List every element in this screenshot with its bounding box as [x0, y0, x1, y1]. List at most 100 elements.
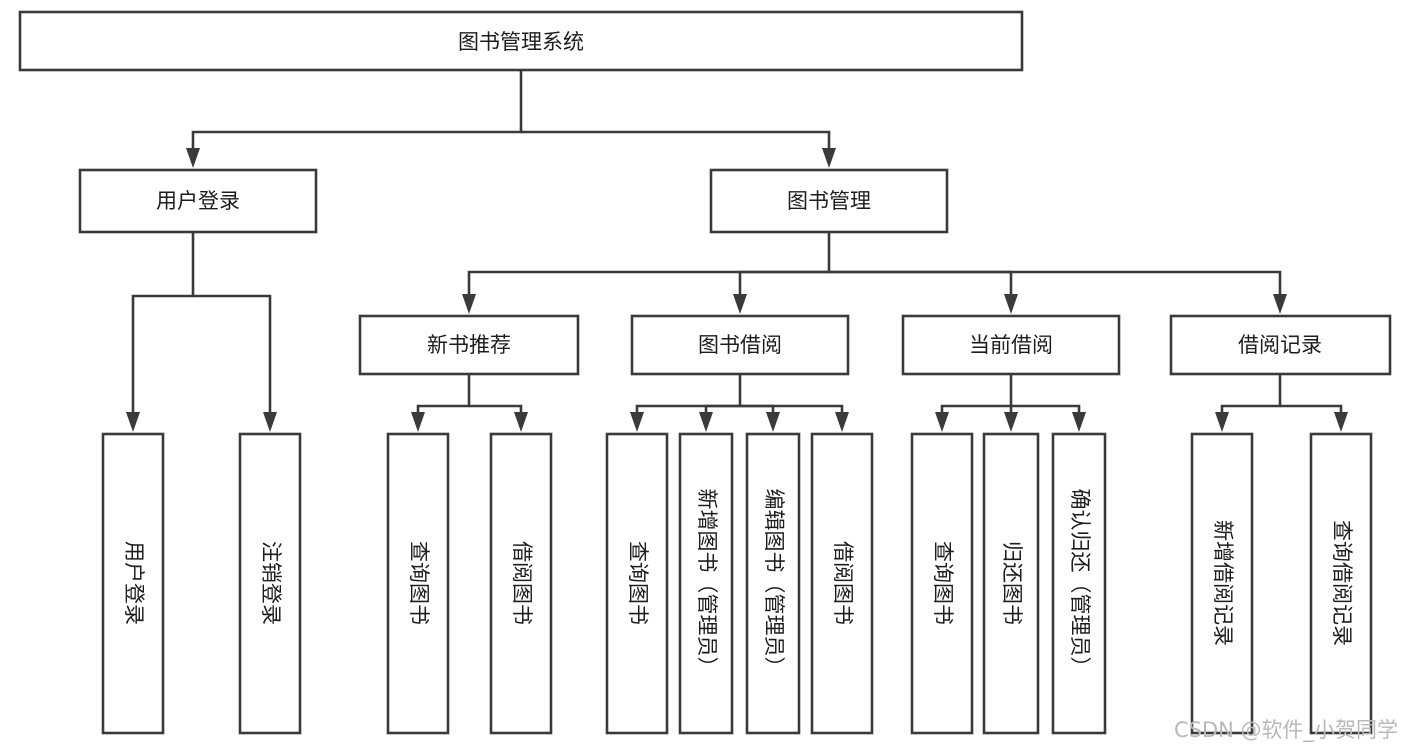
leaf-label: 新增借阅记录 [1211, 520, 1235, 646]
leaf-new-book-recommend-2[interactable]: 借阅图书 [489, 432, 553, 735]
connector-group-book-borrow [630, 374, 849, 432]
connector-current-borrow-to-leaf-1 [940, 374, 1013, 416]
node-new-book-recommend[interactable]: 新书推荐 [358, 314, 580, 376]
connector-root-to-book-manage [521, 130, 831, 152]
connector-new-book-to-leaf-2 [469, 404, 523, 416]
leaf-label: 查询借阅记录 [1330, 520, 1354, 646]
connector-book-manage-to-borrow-record [829, 270, 1282, 298]
leaf-box[interactable] [489, 432, 553, 735]
root-box[interactable] [18, 10, 1024, 72]
borrow-record-box[interactable] [1169, 314, 1392, 376]
connector-current-borrow-to-leaf-3 [1011, 404, 1081, 416]
leaf-label: 借阅图书 [510, 541, 534, 625]
user-login-label: 用户登录 [156, 189, 240, 213]
leaf-user-login-1[interactable]: 用户登录 [101, 432, 165, 735]
borrow-record-label: 借阅记录 [1238, 333, 1322, 357]
current-borrow-label: 当前借阅 [969, 333, 1053, 357]
leaf-current-borrow-2[interactable]: 归还图书 [982, 432, 1040, 735]
current-borrow-box[interactable] [901, 314, 1121, 376]
leaf-box[interactable] [238, 432, 302, 735]
arrow-book-borrow-leaf-4-icon [835, 412, 849, 432]
connector-new-book-to-leaf-1 [416, 374, 471, 416]
node-user-login[interactable]: 用户登录 [78, 168, 318, 234]
arrow-root-to-user-login-icon [186, 148, 200, 168]
new-book-recommend-box[interactable] [358, 314, 580, 376]
connector-user-login-to-leaf-1 [131, 232, 195, 416]
arrow-current-borrow-leaf-1-icon [935, 412, 949, 432]
connector-book-manage-to-new-book [467, 232, 831, 298]
connector-borrow-record-to-leaf-1 [1220, 374, 1282, 416]
arrow-user-login-leaf-2-icon [263, 412, 277, 432]
leaf-label: 新增图书（管理员） [695, 489, 719, 678]
arrow-current-borrow-leaf-3-icon [1072, 412, 1086, 432]
arrow-borrow-record-leaf-1-icon [1215, 412, 1229, 432]
arrow-book-borrow-leaf-3-icon [766, 412, 780, 432]
leaf-label: 编辑图书（管理员） [762, 489, 786, 678]
arrow-new-book-leaf-2-icon [514, 412, 528, 432]
arrow-current-borrow-leaf-2-icon [1004, 412, 1018, 432]
leaf-box[interactable] [1051, 432, 1107, 735]
connector-group-borrow-record [1215, 374, 1348, 432]
node-book-borrow[interactable]: 图书借阅 [630, 314, 850, 376]
leaf-borrow-record-2[interactable]: 查询借阅记录 [1309, 432, 1373, 735]
connector-user-login-to-leaf-2 [193, 294, 272, 416]
connector-book-borrow-to-leaf-1 [635, 374, 742, 416]
leaf-label: 注销登录 [259, 541, 283, 625]
connector-group-book-manage [462, 232, 1287, 314]
node-book-management[interactable]: 图书管理 [709, 168, 949, 234]
arrow-user-login-leaf-1-icon [126, 412, 140, 432]
leaf-label: 查询图书 [931, 541, 955, 625]
arrow-book-borrow-leaf-2-icon [699, 412, 713, 432]
book-management-box[interactable] [709, 168, 949, 234]
leaf-box[interactable] [982, 432, 1040, 735]
leaf-label: 确认归还（管理员） [1068, 489, 1092, 678]
book-management-label: 图书管理 [787, 189, 871, 213]
leaf-book-borrow-2[interactable]: 新增图书（管理员） [678, 432, 734, 735]
leaf-book-borrow-4[interactable]: 借阅图书 [810, 432, 874, 735]
arrow-root-to-book-manage-icon [822, 148, 836, 168]
leaf-borrow-record-1[interactable]: 新增借阅记录 [1190, 432, 1254, 735]
connector-book-borrow-to-leaf-4 [740, 404, 844, 416]
arrow-book-manage-current-borrow-icon [1004, 294, 1018, 314]
leaf-box[interactable] [678, 432, 734, 735]
leaf-box[interactable] [810, 432, 874, 735]
leaf-label: 借阅图书 [831, 541, 855, 625]
leaf-label: 查询图书 [626, 541, 650, 625]
leaf-label: 归还图书 [1000, 541, 1024, 625]
leaf-box[interactable] [910, 432, 974, 735]
leaf-current-borrow-1[interactable]: 查询图书 [910, 432, 974, 735]
leaf-box[interactable] [605, 432, 669, 735]
leaf-book-borrow-3[interactable]: 编辑图书（管理员） [745, 432, 801, 735]
node-current-borrow[interactable]: 当前借阅 [901, 314, 1121, 376]
leaf-label: 用户登录 [122, 541, 146, 625]
connector-group-current-borrow [935, 374, 1086, 432]
new-book-recommend-label: 新书推荐 [427, 333, 511, 357]
connector-group-root [186, 70, 836, 168]
leaf-box[interactable] [101, 432, 165, 735]
connector-group-user-login [126, 232, 277, 432]
watermark-label: CSDN @软件_小贺同学 [1174, 718, 1398, 743]
leaf-box[interactable] [745, 432, 801, 735]
leaf-box[interactable] [1190, 432, 1254, 735]
node-root-book-management-system[interactable]: 图书管理系统 [18, 10, 1024, 72]
book-borrow-label: 图书借阅 [698, 333, 782, 357]
node-borrow-record[interactable]: 借阅记录 [1169, 314, 1392, 376]
leaf-current-borrow-3[interactable]: 确认归还（管理员） [1051, 432, 1107, 735]
root-label: 图书管理系统 [458, 30, 584, 54]
book-borrow-box[interactable] [630, 314, 850, 376]
leaf-label: 查询图书 [407, 541, 431, 625]
arrow-new-book-leaf-1-icon [411, 412, 425, 432]
connector-root-to-user-login [191, 70, 523, 152]
arrow-book-borrow-leaf-1-icon [630, 412, 644, 432]
leaf-user-login-2[interactable]: 注销登录 [238, 432, 302, 735]
leaf-box[interactable] [386, 432, 450, 735]
leaf-box[interactable] [1309, 432, 1373, 735]
arrow-borrow-record-leaf-2-icon [1334, 412, 1348, 432]
arrow-book-manage-new-book-icon [462, 294, 476, 314]
user-login-box[interactable] [78, 168, 318, 234]
leaf-book-borrow-1[interactable]: 查询图书 [605, 432, 669, 735]
leaf-new-book-recommend-1[interactable]: 查询图书 [386, 432, 450, 735]
connector-book-manage-to-book-borrow [738, 270, 829, 298]
